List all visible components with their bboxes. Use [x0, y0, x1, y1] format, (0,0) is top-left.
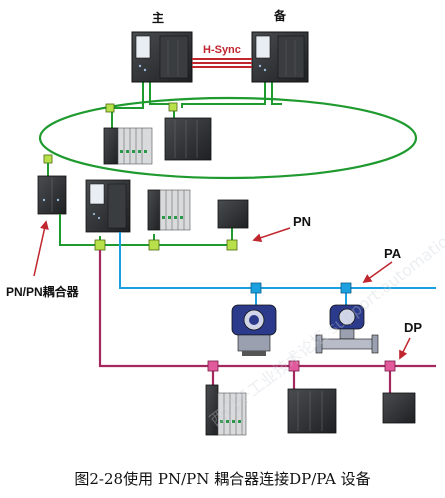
pn-arrow [252, 227, 291, 242]
ring-node [105, 103, 115, 113]
coupler-arrow [33, 220, 49, 277]
pa-node [340, 282, 352, 294]
pn-cpu [85, 179, 131, 233]
hsync-label: H-Sync [203, 44, 241, 56]
figure-caption: 图2-28使用 PN/PN 耦合器连接DP/PA 设备 [74, 470, 371, 488]
ring-rack-device [164, 117, 212, 161]
dp-io-station [205, 384, 247, 436]
pn-small-device [217, 199, 249, 229]
ring-node [43, 154, 53, 164]
pa-node [250, 282, 262, 294]
coupler-label: PN/PN耦合器 [6, 284, 80, 299]
dp-rack-device [287, 388, 337, 434]
pa-nodes [250, 282, 352, 294]
pn-node [94, 239, 106, 251]
pn-io-station [147, 189, 191, 231]
pn-node [226, 239, 238, 251]
standby-cpu [251, 31, 309, 83]
pa-flowmeter [315, 304, 379, 354]
dp-arrow [399, 337, 411, 360]
pa-transmitter [231, 304, 277, 356]
ring-io-station [103, 127, 153, 165]
pn-node [148, 239, 160, 251]
pn-label: PN [293, 214, 311, 229]
pn-pn-coupler [37, 175, 67, 215]
dp-nodes [207, 360, 396, 372]
profinet-ring [38, 96, 418, 180]
hsync-link [192, 58, 252, 68]
master-label: 主 [152, 10, 164, 25]
dp-node [384, 360, 396, 372]
ring-node [168, 102, 178, 112]
dp-small-device [382, 392, 416, 424]
master-cpu [131, 31, 193, 83]
dp-node [207, 360, 219, 372]
pa-label: PA [384, 246, 402, 261]
standby-label: 备 [273, 8, 287, 23]
pa-arrow [362, 261, 393, 284]
dp-label: DP [404, 320, 422, 335]
dp-node [288, 360, 300, 372]
